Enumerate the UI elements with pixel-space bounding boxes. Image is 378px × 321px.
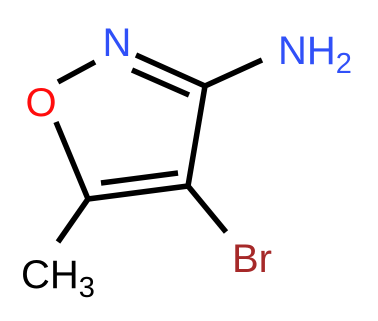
bond-c3-nh2 bbox=[203, 57, 264, 89]
amine-label: NH2 bbox=[278, 29, 352, 80]
bond-c4-c3 bbox=[185, 85, 208, 187]
bond-c5-c4-inner bbox=[100, 170, 179, 186]
bromine-label: Br bbox=[232, 237, 272, 281]
bond-c4-br bbox=[185, 184, 229, 234]
methyl-main: CH bbox=[21, 253, 79, 297]
methyl-label: CH3 bbox=[21, 253, 95, 304]
bond-o-c5 bbox=[53, 120, 91, 201]
bond-n-o bbox=[56, 59, 97, 85]
oxygen-label: O bbox=[25, 81, 56, 125]
bond-c3-n bbox=[134, 52, 207, 89]
amine-subscript: 2 bbox=[336, 48, 352, 80]
amine-main: NH bbox=[278, 29, 336, 73]
bond-c5-c4 bbox=[87, 183, 189, 202]
nitrogen-label: N bbox=[103, 21, 132, 65]
methyl-subscript: 3 bbox=[79, 272, 95, 304]
bond-c5-ch3 bbox=[55, 197, 91, 244]
bond-c3-n-inner bbox=[130, 67, 191, 98]
